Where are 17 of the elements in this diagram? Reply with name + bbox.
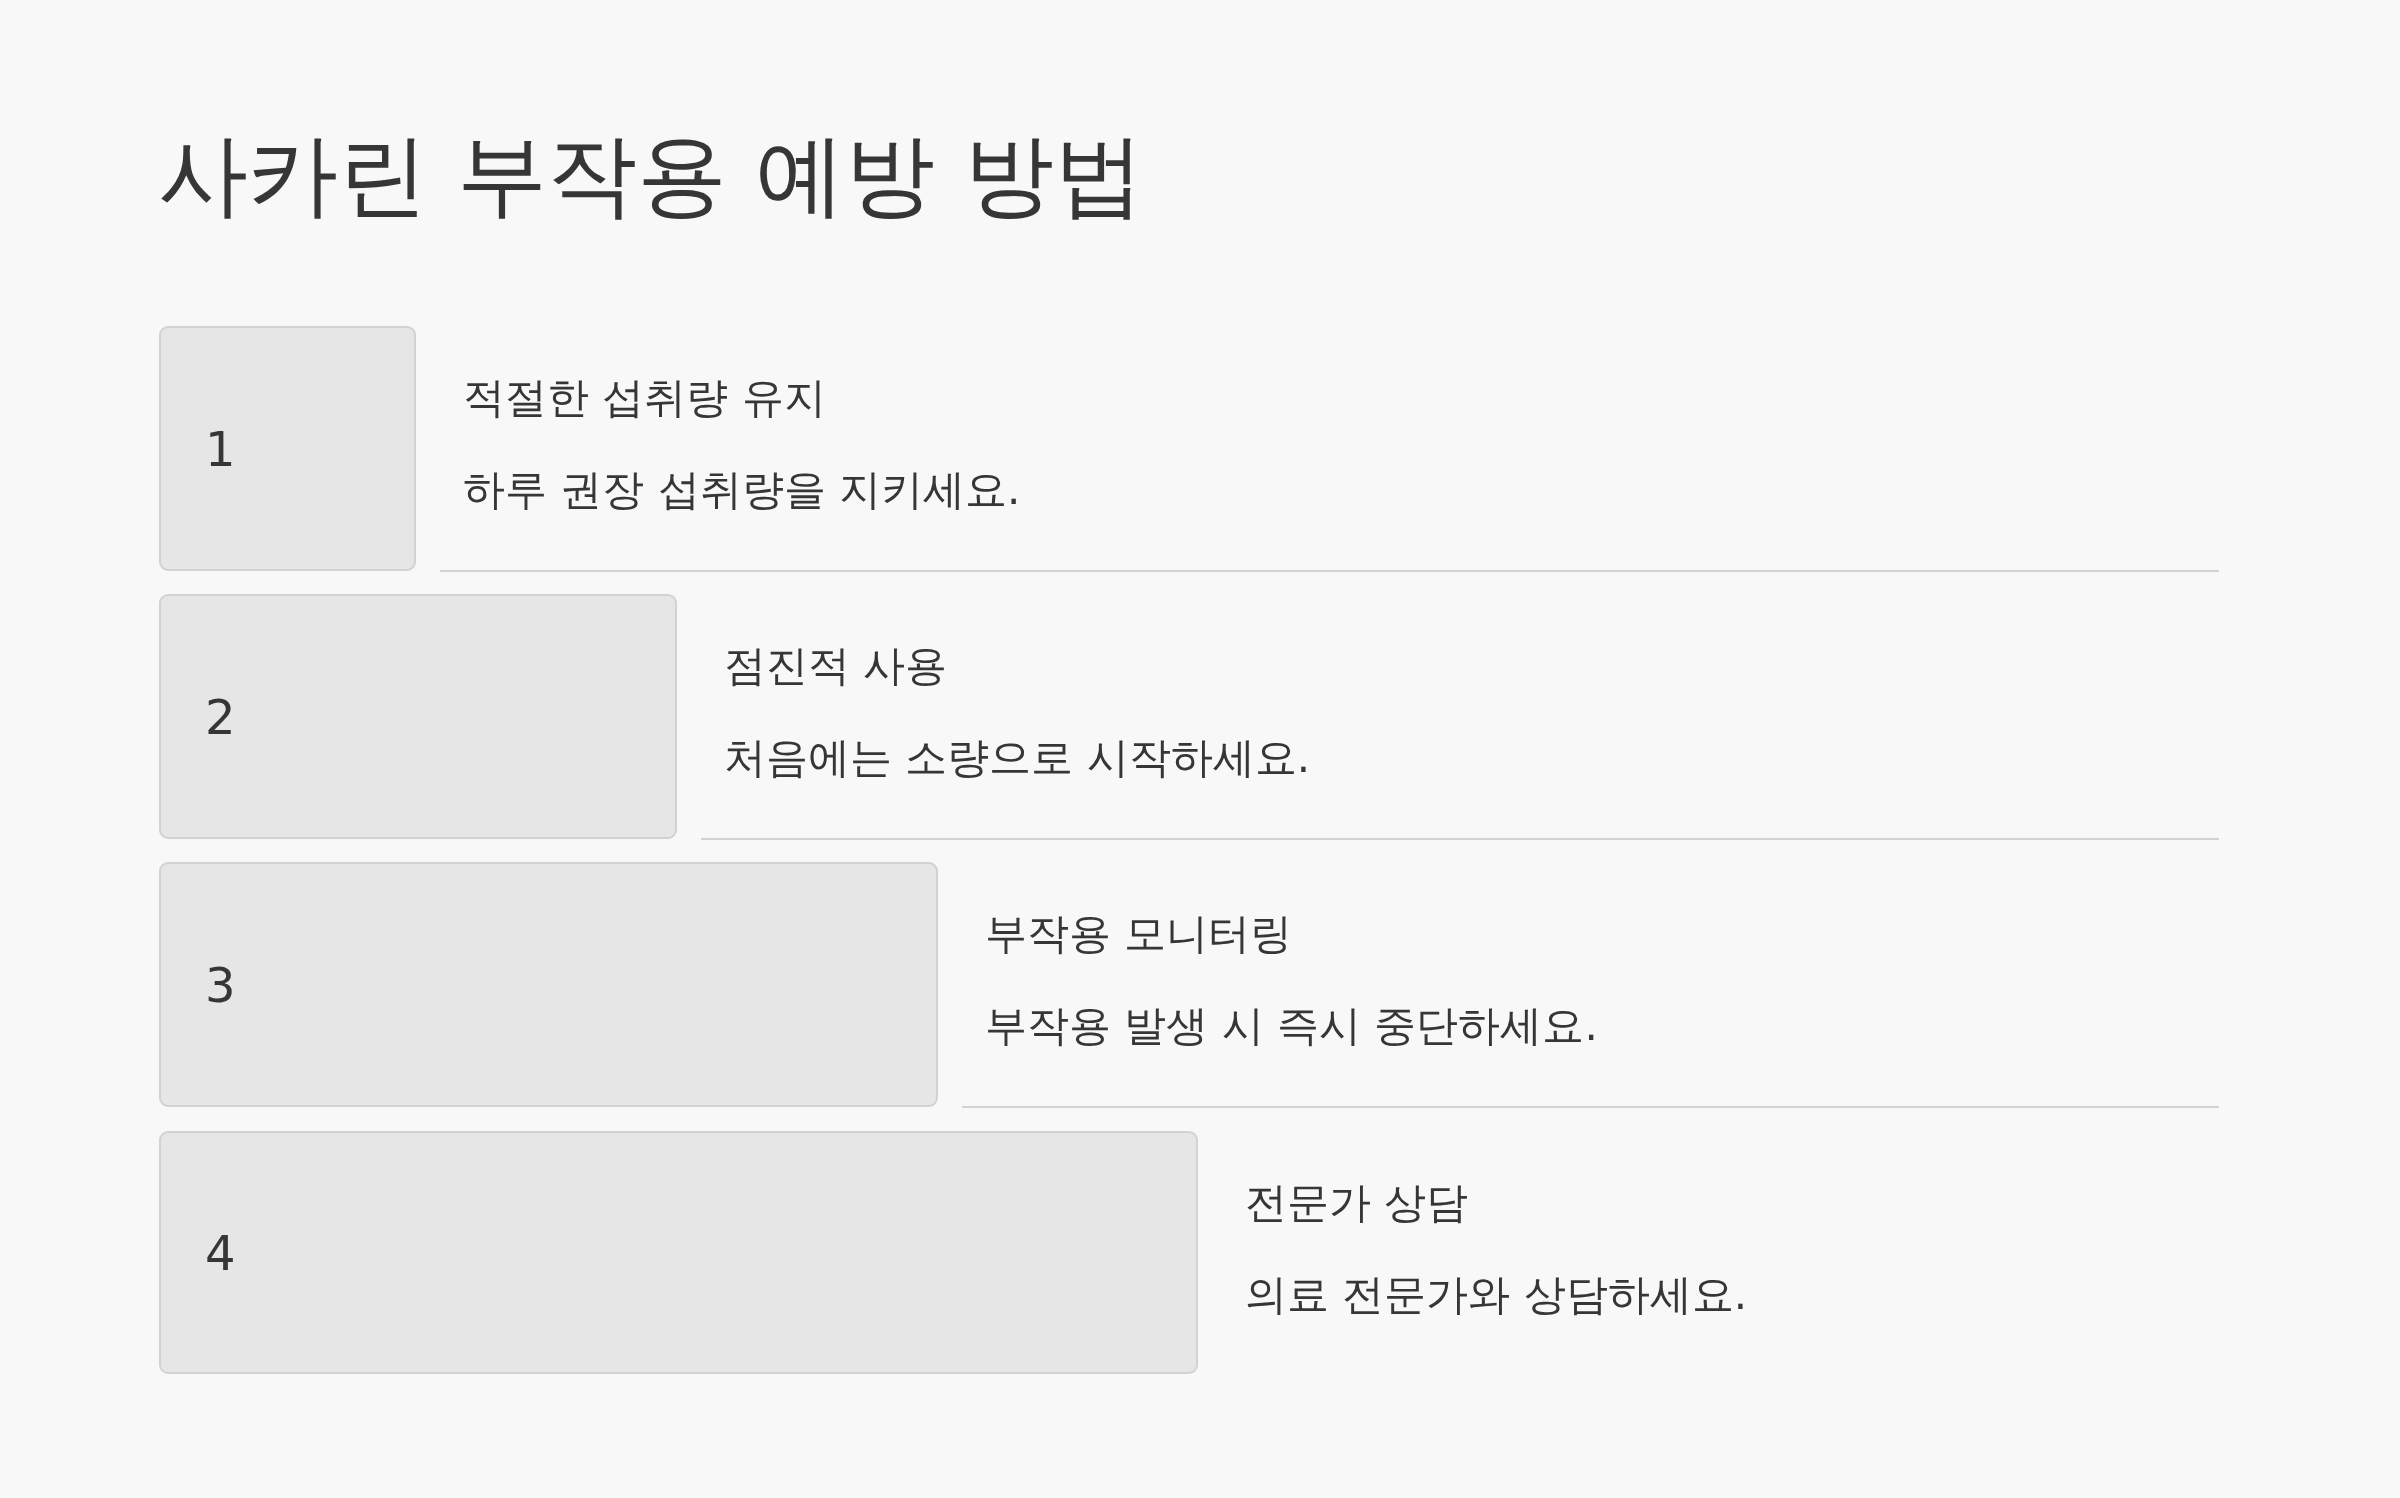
step-box — [159, 594, 677, 839]
step-heading: 부작용 모니터링 — [985, 908, 1293, 960]
step-number: 2 — [205, 687, 236, 746]
step-box — [159, 1131, 1198, 1374]
step-heading: 적절한 섭취량 유지 — [463, 372, 826, 424]
step-heading: 점진적 사용 — [724, 640, 948, 692]
step-number: 1 — [205, 419, 236, 478]
step-description: 처음에는 소량으로 시작하세요. — [724, 732, 1311, 784]
step-number: 3 — [205, 955, 236, 1014]
step-description: 의료 전문가와 상담하세요. — [1245, 1269, 1748, 1321]
step-box — [159, 326, 416, 571]
step-description: 하루 권장 섭취량을 지키세요. — [463, 464, 1021, 516]
step-description: 부작용 발생 시 즉시 중단하세요. — [985, 1000, 1598, 1052]
step-box — [159, 862, 938, 1107]
step-heading: 전문가 상담 — [1245, 1177, 1469, 1229]
page-title: 사카린 부작용 예방 방법 — [158, 121, 1144, 229]
step-number: 4 — [205, 1223, 236, 1282]
